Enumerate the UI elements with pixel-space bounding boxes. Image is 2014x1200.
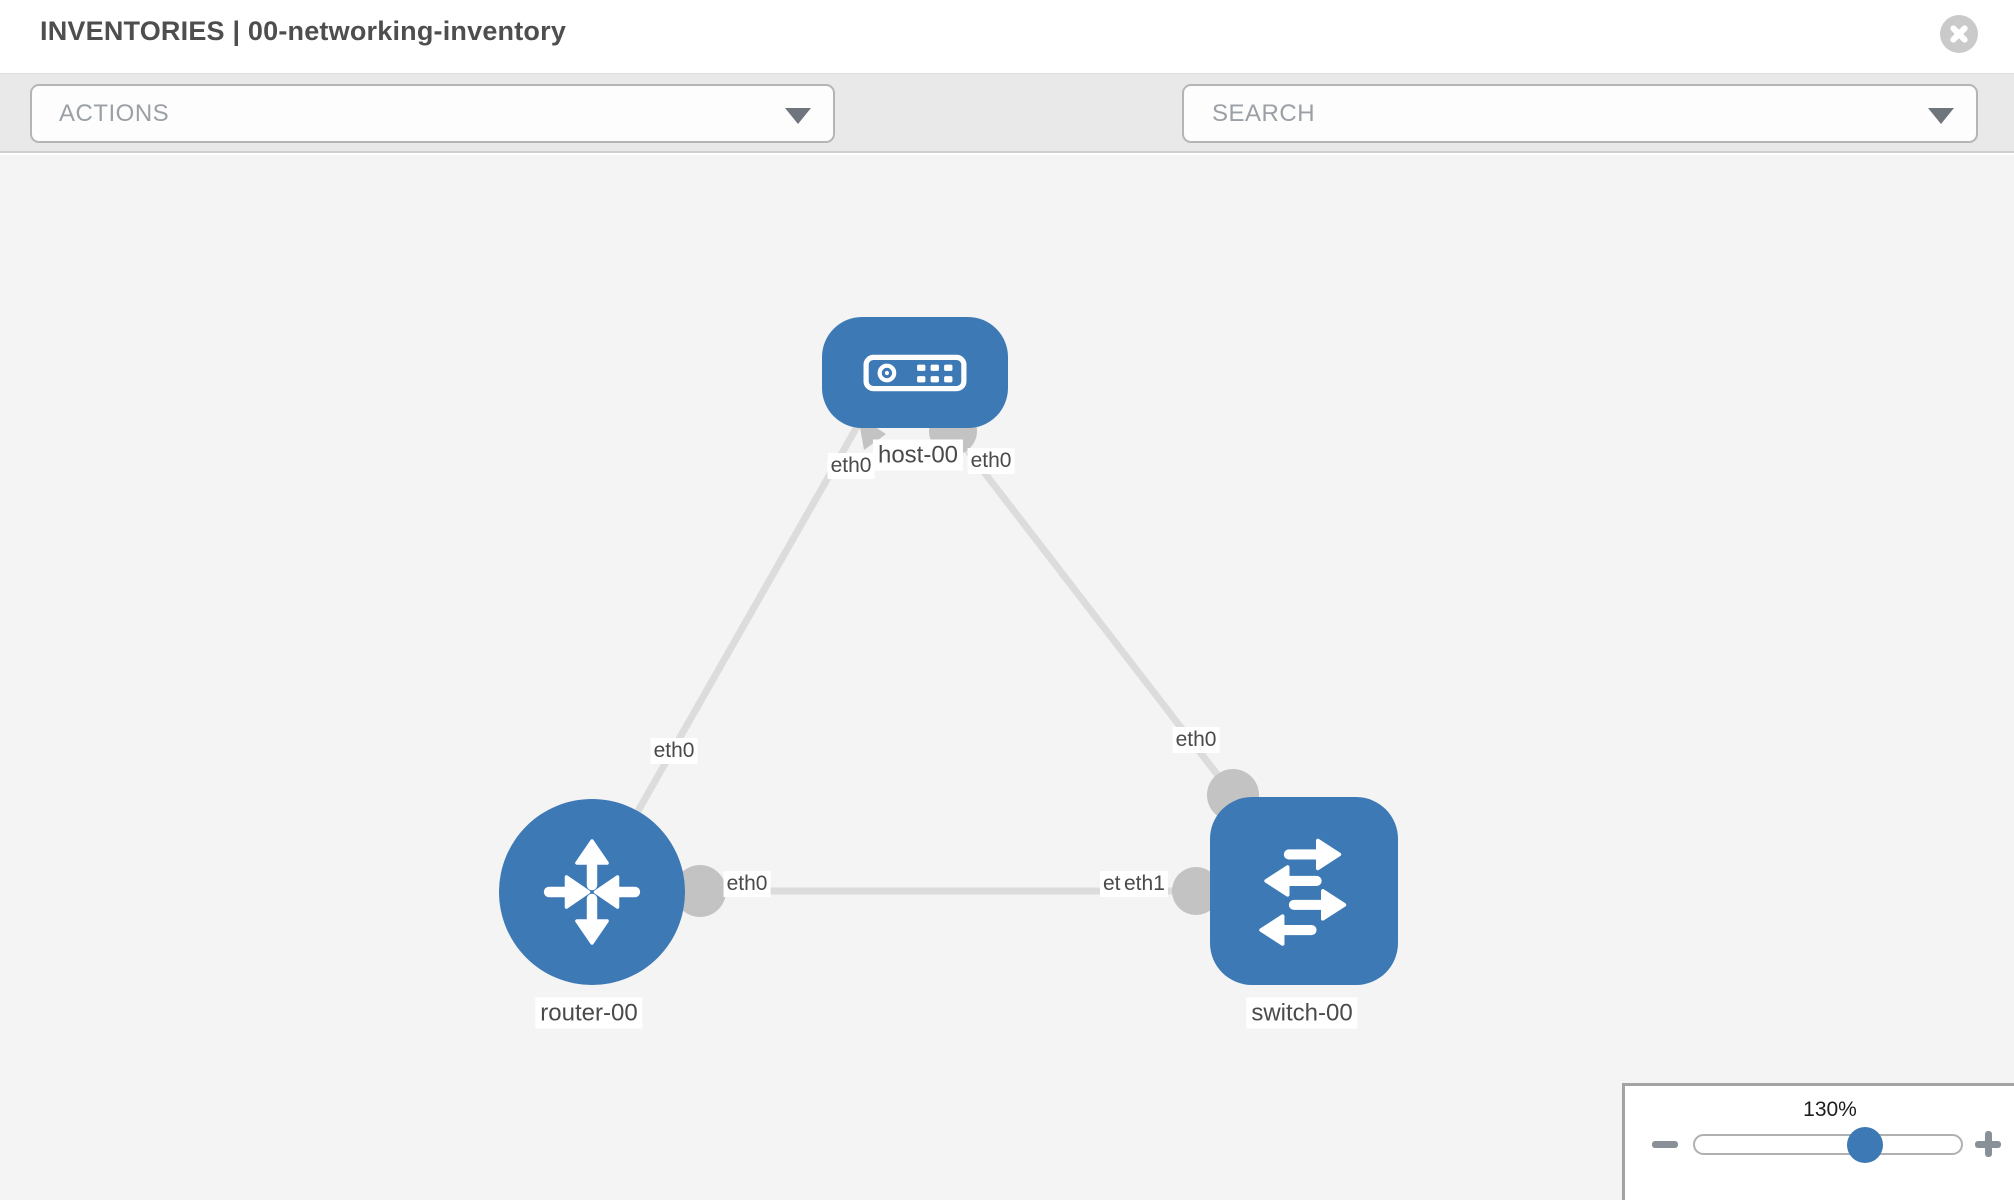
router-icon: [543, 839, 641, 945]
interface-handle-switch-left[interactable]: [1172, 867, 1220, 915]
interface-label-host-left: eth0: [827, 453, 875, 479]
close-button[interactable]: [1940, 15, 1978, 53]
actions-dropdown[interactable]: ACTIONS: [30, 84, 835, 143]
zoom-slider[interactable]: [1693, 1134, 1963, 1155]
node-label-switch-00: switch-00: [1246, 997, 1358, 1029]
node-switch-00[interactable]: [1210, 797, 1398, 985]
zoom-panel: 130%: [1622, 1083, 2014, 1200]
minus-icon: [1652, 1141, 1678, 1148]
zoom-slider-thumb[interactable]: [1847, 1127, 1883, 1163]
topology-links-layer: [634, 407, 1259, 917]
topology-canvas[interactable]: host-00 router-00 switch-00 eth0 eth0 et…: [0, 155, 2014, 1200]
host-icon: [863, 354, 967, 391]
switch-icon: [1259, 838, 1347, 946]
search-dropdown-label: SEARCH: [1212, 99, 1316, 127]
chevron-down-icon: [785, 108, 811, 124]
actions-dropdown-label: ACTIONS: [59, 99, 170, 127]
interface-handle-router-right[interactable]: [674, 865, 726, 917]
interface-label-router-top: eth0: [650, 738, 698, 764]
view-header: INVENTORIES | 00-networking-inventory: [0, 0, 2014, 73]
interface-label-mid-router-end: eth0: [723, 871, 771, 897]
node-router-00[interactable]: [499, 799, 685, 985]
search-dropdown[interactable]: SEARCH: [1182, 84, 1978, 143]
zoom-level-value: 130%: [1803, 1098, 1857, 1121]
interface-label-host-right: eth0: [967, 448, 1015, 474]
chevron-down-icon: [1928, 108, 1954, 124]
page-title: INVENTORIES | 00-networking-inventory: [40, 16, 567, 46]
node-label-router-00: router-00: [535, 997, 643, 1029]
node-host-00[interactable]: [822, 317, 1008, 428]
toolbar: ACTIONS SEARCH: [0, 73, 2014, 208]
node-label-host-00: host-00: [872, 439, 964, 471]
zoom-in-button[interactable]: [1974, 1130, 2002, 1158]
zoom-out-button[interactable]: [1651, 1130, 1679, 1158]
interface-label-switch-top: eth0: [1172, 727, 1220, 753]
interface-label-mid-switch-end-front: eth1: [1121, 871, 1168, 897]
